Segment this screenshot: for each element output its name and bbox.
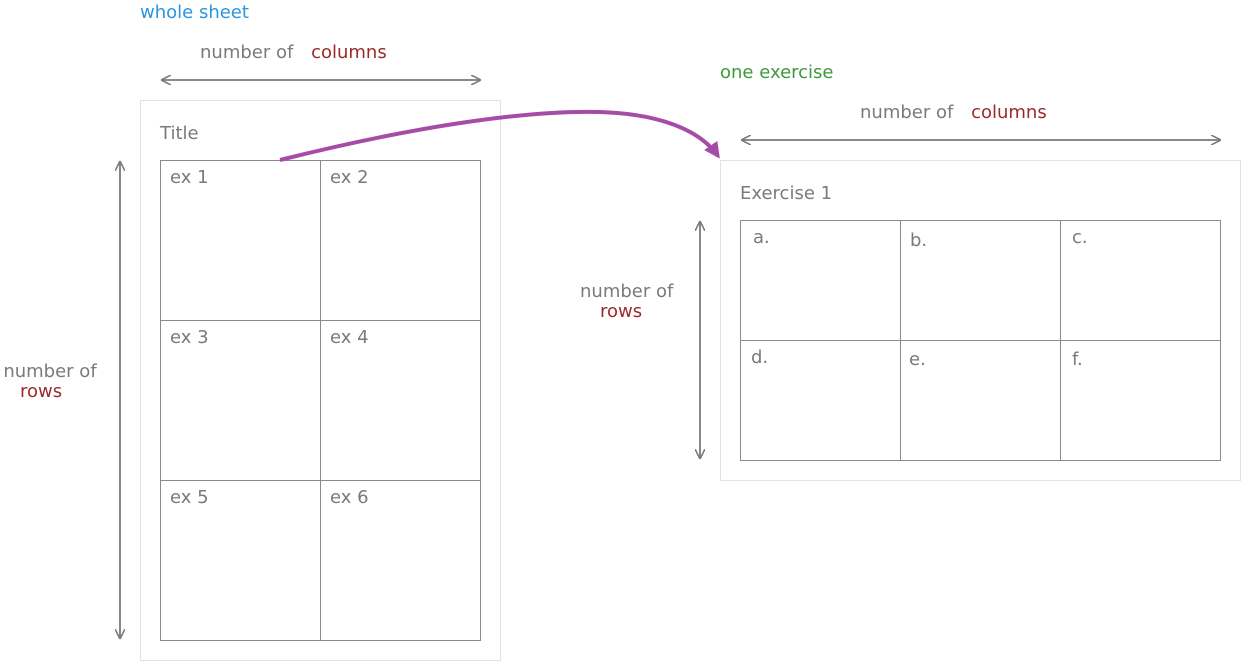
- subquestion-cell-label: f.: [1072, 349, 1083, 370]
- subquestion-cell-label: a.: [753, 227, 770, 248]
- whole-sheet-rows-label: number of rows: [0, 362, 100, 402]
- exercise-cell-label: ex 2: [330, 167, 369, 188]
- whole-sheet-columns-label: number of columns: [200, 42, 387, 63]
- columns-label-word: columns: [311, 42, 387, 63]
- subquestion-cell-label: e.: [909, 349, 926, 370]
- rows-label-prefix: number of: [3, 361, 97, 382]
- subquestion-cell-label: b.: [910, 230, 928, 251]
- rows-label-word: rows: [600, 301, 643, 322]
- one-exercise-columns-label: number of columns: [860, 102, 1047, 123]
- rows-label-word: rows: [20, 381, 63, 402]
- exercise-cell-label: ex 4: [330, 327, 369, 348]
- exercise-cell: ex 1: [161, 161, 321, 321]
- subquestion-cell: d.: [741, 341, 901, 461]
- exercise-cell: ex 3: [161, 321, 321, 481]
- exercise-cell-label: ex 6: [330, 487, 369, 508]
- exercise-cell: ex 5: [161, 481, 321, 641]
- subquestion-cell: b.: [901, 221, 1061, 341]
- subquestion-grid: a. b. c. d. e. f.: [740, 220, 1221, 461]
- exercise-cell: ex 2: [321, 161, 481, 321]
- whole-sheet-caption: whole sheet: [140, 2, 249, 23]
- subquestion-cell: e.: [901, 341, 1061, 461]
- exercise-cell: ex 6: [321, 481, 481, 641]
- exercise-cell-label: ex 5: [170, 487, 209, 508]
- subquestion-cell-label: c.: [1072, 227, 1088, 248]
- rows-label-prefix: number of: [580, 281, 674, 302]
- columns-label-prefix: number of: [200, 42, 294, 63]
- subquestion-cell: c.: [1061, 221, 1221, 341]
- whole-sheet-page: Title ex 1 ex 2 ex 3 ex 4 ex 5 ex 6: [140, 100, 501, 661]
- exercise-grid: ex 1 ex 2 ex 3 ex 4 ex 5 ex 6: [160, 160, 481, 641]
- subquestion-cell-label: d.: [751, 347, 769, 368]
- one-exercise-title: Exercise 1: [740, 183, 833, 204]
- exercise-cell-label: ex 1: [170, 167, 209, 188]
- exercise-cell: ex 4: [321, 321, 481, 481]
- exercise-cell-label: ex 3: [170, 327, 209, 348]
- one-exercise-rows-label: number of rows: [580, 282, 673, 322]
- subquestion-cell: a.: [741, 221, 901, 341]
- columns-label-prefix: number of: [860, 102, 954, 123]
- one-exercise-caption: one exercise: [720, 62, 834, 83]
- columns-label-word: columns: [971, 102, 1047, 123]
- one-exercise-panel: Exercise 1 a. b. c. d. e. f.: [720, 160, 1241, 481]
- whole-sheet-title: Title: [160, 123, 199, 144]
- subquestion-cell: f.: [1061, 341, 1221, 461]
